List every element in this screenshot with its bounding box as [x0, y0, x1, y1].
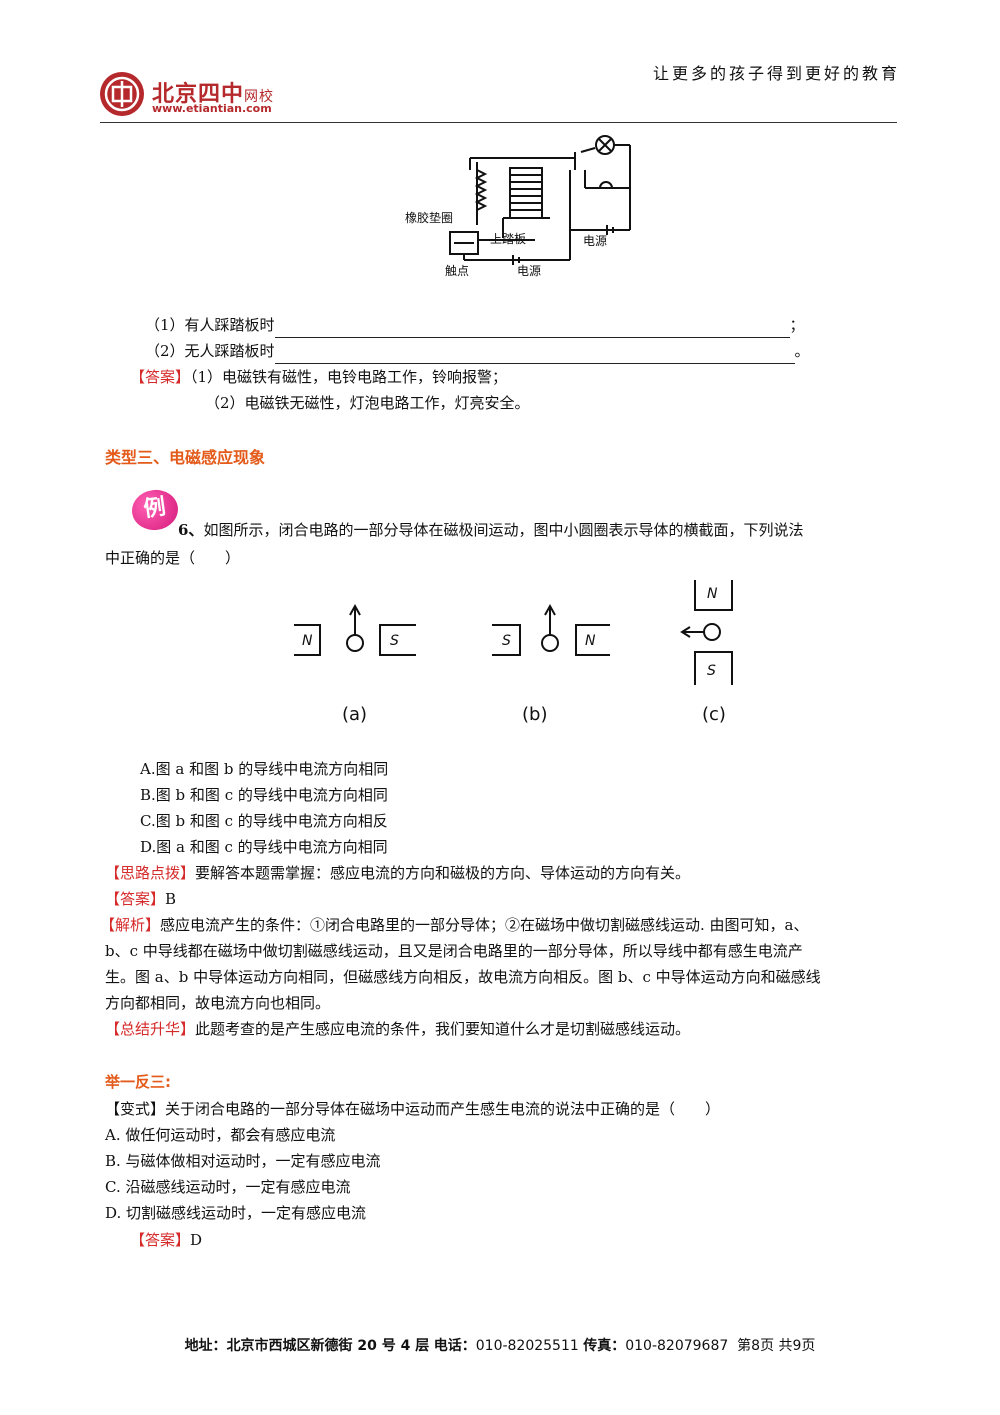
q5-answer-1: 【答案】（1）电磁铁有磁性，电铃电路工作，铃响报警； — [130, 368, 508, 386]
hint: 【思路点拨】要解答本题需掌握：感应电流的方向和磁极的方向、导体运动的方向有关。 — [105, 864, 691, 882]
q5-blank-2[interactable] — [274, 345, 795, 364]
label-pedal: 上踏板 — [490, 232, 526, 246]
header-divider — [100, 122, 897, 123]
variant-question: 【变式】关于闭合电路的一部分导体在磁场中运动而产生感生电流的说法中正确的是（ ） — [105, 1100, 721, 1118]
q5-answer-2: （2）电磁铁无磁性，灯泡电路工作，灯亮安全。 — [205, 394, 530, 412]
magnet-b-left: S — [502, 633, 511, 649]
option-b[interactable]: B.图 b 和图 c 的导线中电流方向相同 — [140, 786, 388, 804]
magnet-b-right: N — [585, 633, 596, 649]
magnet-a-right: S — [390, 633, 399, 649]
variant-title: 举一反三: — [105, 1073, 171, 1091]
caption-c: (c) — [702, 704, 726, 725]
option-d[interactable]: D.图 a 和图 c 的导线中电流方向相同 — [140, 838, 388, 856]
logo-sub: 网校 — [244, 89, 275, 105]
option-c[interactable]: C.图 b 和图 c 的导线中电流方向相反 — [140, 812, 388, 830]
variant-answer: 【答案】D — [130, 1231, 203, 1249]
q5-line1: （1）有人踩踏板时； — [145, 312, 805, 338]
footer: 地址：北京市西城区新德街 20 号 4 层 电话：010-82025511 传真… — [184, 1338, 816, 1354]
caption-a: (a) — [342, 704, 367, 725]
analysis-line3: 生。图 a、b 中导体运动方向相同，但磁感线方向相反，故电流方向相反。图 b、c… — [105, 968, 821, 986]
analysis-line1: 【解析】感应电流产生的条件：①闭合电路里的一部分导体；②在磁场中做切割磁感线运动… — [100, 916, 809, 934]
summary: 【总结升华】此题考查的是产生感应电流的条件，我们要知道什么才是切割磁感线运动。 — [105, 1020, 691, 1038]
question-6-line2: 中正确的是（ ） — [105, 549, 241, 567]
answer-6: 【答案】B — [105, 890, 177, 908]
label-power-bottom: 电源 — [517, 264, 541, 278]
magnet-c-bottom: S — [707, 663, 716, 679]
section-title: 类型三、电磁感应现象 — [105, 448, 266, 467]
label-rubber-ring: 橡胶垫圈 — [405, 210, 453, 225]
circuit-figure: 橡胶垫圈 上踏板 电源 触点 电源 — [395, 130, 645, 289]
analysis-line4: 方向都相同，故电流方向也相同。 — [105, 994, 331, 1012]
magnet-figure: N S S N N S (a) (b) (c) — [280, 570, 760, 739]
logo-emblem-icon — [100, 72, 144, 116]
question-6-line1: 6、如图所示，闭合电路的一部分导体在磁极间运动，图中小圆圈表示导体的横截面，下列… — [178, 521, 804, 539]
variant-option-a[interactable]: A. 做任何运动时，都会有感应电流 — [105, 1126, 336, 1144]
analysis-line2: b、c 中导线都在磁场中做切割磁感线运动，且又是闭合电路里的一部分导体，所以导线… — [105, 942, 803, 960]
footer-address: 北京市西城区新德街 20 号 4 层 — [226, 1338, 430, 1354]
q5-blank-1[interactable] — [274, 319, 790, 338]
label-contact: 触点 — [445, 264, 469, 278]
footer-phone: 010-82025511 — [475, 1338, 579, 1354]
header-slogan: 让更多的孩子得到更好的教育 — [652, 64, 900, 83]
footer-fax: 010-82079687 — [625, 1338, 729, 1354]
variant-option-d[interactable]: D. 切割磁感线运动时，一定有感应电流 — [105, 1204, 367, 1222]
footer-page: 第8页 共9页 — [737, 1338, 816, 1354]
logo: 北京四中网校 www.etiantian.com — [100, 72, 300, 118]
q5-line2: （2）无人踩踏板时。 — [145, 338, 810, 364]
label-power-top: 电源 — [583, 234, 607, 248]
variant-option-b[interactable]: B. 与磁体做相对运动时，一定有感应电流 — [105, 1152, 381, 1170]
logo-name: 北京四中 — [152, 82, 245, 107]
magnet-c-top: N — [707, 586, 718, 602]
magnet-a-left: N — [302, 633, 313, 649]
option-a[interactable]: A.图 a 和图 b 的导线中电流方向相同 — [140, 760, 389, 778]
caption-b: (b) — [522, 704, 547, 725]
example-badge: 例 — [129, 486, 181, 534]
variant-option-c[interactable]: C. 沿磁感线运动时，一定有感应电流 — [105, 1178, 351, 1196]
logo-url: www.etiantian.com — [152, 102, 272, 115]
